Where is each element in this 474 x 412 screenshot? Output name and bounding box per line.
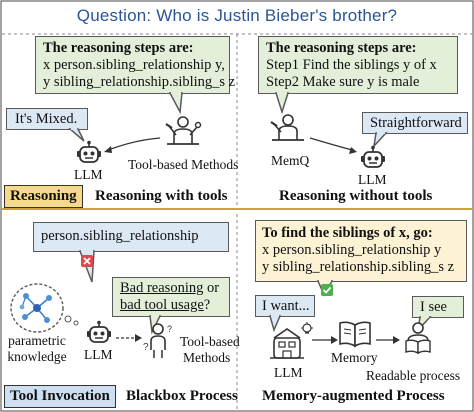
check-icon: [321, 284, 333, 296]
speech-bubble-straightforward: Straightforward: [362, 112, 468, 134]
memory-steps-title: To find the siblings of x, go:: [262, 225, 433, 241]
robot-icon: [361, 145, 385, 168]
memory-step-line: y sibling_relationship.sibling_s z: [262, 259, 455, 275]
steps-title: The reasoning steps are:: [43, 40, 194, 56]
step-line: y sibling_relationship.sibling_s z: [43, 74, 236, 90]
tool-methods-label-2: Methods: [183, 350, 231, 365]
tool-methods-label: Tool-based Methods: [128, 157, 239, 172]
speech-text: I see: [420, 299, 447, 315]
robot-icon: [87, 320, 111, 343]
tool-methods-label-1: Tool-based: [180, 334, 240, 349]
llm-machine-icon: [270, 328, 304, 359]
reasoning-steps-bubble-right: The reasoning steps are: Step1 Find the …: [258, 36, 458, 94]
lightbulb-icon: [301, 322, 313, 334]
llm-label: LLM: [274, 365, 303, 380]
speech-bubble-i-see: I see: [412, 296, 464, 318]
question-line1: Bad reasoning or: [120, 280, 220, 296]
memory-step-line: x person.sibling_relationship y: [262, 242, 442, 258]
error-x-icon: [81, 255, 93, 267]
relation-bubble: person.sibling_relationship: [33, 222, 229, 252]
speech-bubble-mixed: It's Mixed.: [6, 108, 88, 130]
speech-text: Straightforward: [370, 115, 462, 131]
llm-label: LLM: [358, 172, 387, 187]
speech-text: It's Mixed.: [15, 111, 78, 127]
llm-label: LLM: [84, 347, 113, 362]
step-line: x person.sibling_relationship y,: [43, 57, 225, 73]
readable-process-label: Readable process: [366, 368, 461, 383]
question-bubble: Bad reasoning or bad tool usage?: [112, 277, 230, 317]
memory-label: Memory: [331, 350, 378, 365]
parametric-label-1: parametric: [8, 333, 66, 348]
speech-text: I want...: [262, 298, 310, 314]
svg-text:?: ?: [167, 324, 172, 334]
memory-augmented-process-label: Memory-augmented Process: [262, 388, 445, 404]
reading-person-icon: [405, 322, 431, 355]
memory-steps-bubble: To find the siblings of x, go: x person.…: [255, 220, 467, 282]
steps-title: The reasoning steps are:: [266, 40, 417, 56]
person-with-tools-icon: [165, 116, 202, 145]
svg-text:?: ?: [143, 342, 149, 353]
relation-text: person.sibling_relationship: [41, 228, 199, 244]
step-line: Step1 Find the siblings y of x: [266, 57, 437, 73]
tool-invocation-tag: Tool Invocation: [4, 385, 116, 408]
confused-person-icon: ? ?: [143, 323, 172, 358]
reasoning-with-tools-label: Reasoning with tools: [95, 188, 228, 204]
reasoning-steps-bubble-left: The reasoning steps are: x person.siblin…: [35, 36, 235, 94]
memory-book-icon: [339, 321, 371, 348]
reasoning-without-tools-label: Reasoning without tools: [279, 188, 433, 204]
step-line: Step2 Make sure y is male: [266, 74, 420, 90]
blackbox-process-label: Blackbox Process: [126, 388, 238, 404]
reasoning-tag: Reasoning: [4, 185, 83, 208]
llm-label: LLM: [74, 167, 103, 182]
memq-person-icon: [270, 114, 304, 141]
robot-icon: [77, 140, 101, 163]
speech-bubble-i-want: I want...: [255, 295, 315, 317]
memq-label: MemQ: [271, 153, 310, 168]
question-line2: bad tool usage?: [120, 297, 211, 313]
knowledge-graph-icon: [19, 293, 52, 323]
parametric-label-2: knowledge: [7, 349, 67, 364]
question-title: Question: Who is Justin Bieber's brother…: [76, 6, 398, 25]
